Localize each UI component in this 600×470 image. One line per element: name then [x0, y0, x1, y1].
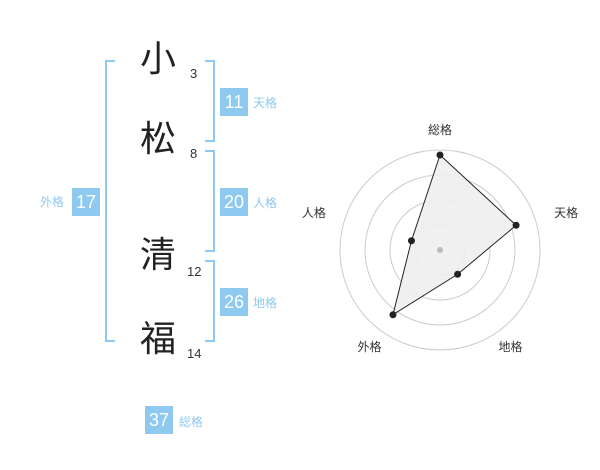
- radar-area: [392, 154, 517, 316]
- soukaku-value: 37: [145, 406, 173, 434]
- tenkaku-bracket: [205, 60, 215, 142]
- radar-point-4: [389, 311, 397, 319]
- radar-point-1: [436, 151, 444, 159]
- name-char-2: 松: [139, 119, 176, 160]
- chikaku-bracket: [205, 260, 215, 342]
- gaikaku-value: 17: [72, 188, 100, 216]
- jinkaku-value: 20: [220, 188, 248, 216]
- radar-axis-label-1: 総格: [428, 122, 452, 137]
- radar-axis-label-3: 地格: [499, 339, 523, 354]
- soukaku-label: 総格: [179, 415, 204, 429]
- gaikaku-bracket: [105, 60, 115, 342]
- tenkaku-value: 11: [220, 88, 248, 116]
- stroke-count-4: 14: [187, 346, 202, 361]
- name-char-4: 福: [139, 319, 176, 360]
- radar-point-3: [454, 270, 462, 278]
- name-char-1: 小: [139, 39, 176, 80]
- radar-axis-label-4: 外格: [357, 339, 381, 354]
- radar-center-dot: [437, 247, 443, 253]
- chikaku-value: 26: [220, 288, 248, 316]
- radar-ring-4: [339, 149, 541, 351]
- radar-point-2: [512, 221, 520, 229]
- jinkaku-bracket: [205, 150, 215, 252]
- stroke-count-2: 8: [190, 146, 198, 161]
- radar-axis-label-5: 人格: [302, 205, 326, 220]
- radar-point-5: [407, 237, 415, 245]
- tenkaku-label: 天格: [253, 96, 278, 110]
- chikaku-label: 地格: [253, 296, 278, 310]
- stroke-count-3: 12: [187, 264, 202, 279]
- name-char-3: 清: [139, 235, 176, 276]
- gaikaku-label: 外格: [40, 195, 65, 209]
- radar-axis-label-2: 天格: [554, 205, 578, 220]
- jinkaku-label: 人格: [253, 196, 278, 210]
- stroke-count-1: 3: [190, 66, 198, 81]
